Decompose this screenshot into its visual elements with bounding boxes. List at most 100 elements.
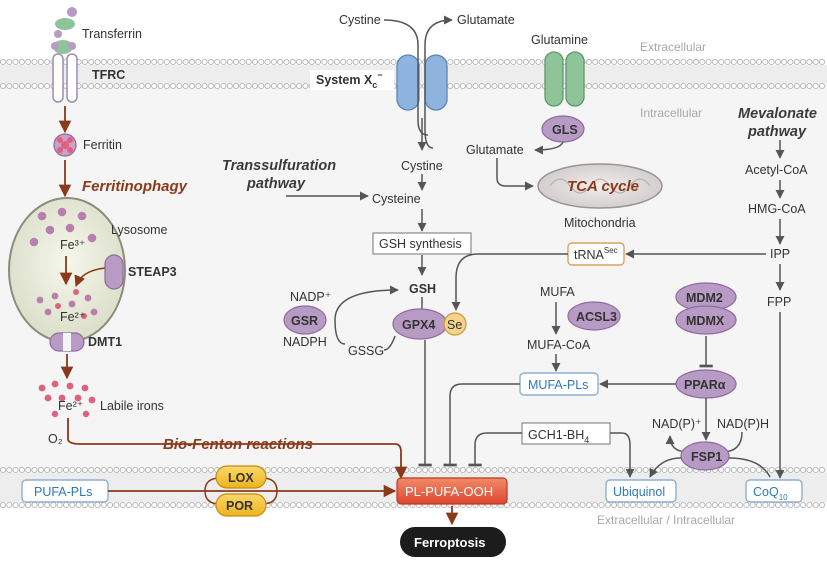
glutamate-to-tca-arrow bbox=[496, 158, 534, 191]
mitochondria-label: Mitochondria bbox=[564, 216, 636, 230]
mitochondrion-icon bbox=[537, 163, 663, 209]
ferritin-label: Ferritin bbox=[83, 138, 122, 152]
transferrin-label: Transferrin bbox=[82, 27, 142, 41]
lysosome-label: Lysosome bbox=[111, 223, 168, 237]
nadph-label: NADPH bbox=[283, 335, 327, 349]
gpx4-enzyme: GPX4 bbox=[392, 308, 448, 340]
svg-text:GCH1-BH4: GCH1-BH4 bbox=[528, 428, 589, 445]
glutamate-intracellular-label: Glutamate bbox=[466, 143, 524, 157]
cytosol-region bbox=[0, 80, 827, 478]
steap3-protein bbox=[104, 254, 124, 290]
gch1-inhibit-line bbox=[468, 432, 522, 467]
nadp-plus-label: NADP⁺ bbox=[290, 290, 331, 304]
nadph-fsp1-label: NAD(P)H bbox=[717, 417, 769, 431]
dmt1-transporter bbox=[49, 332, 85, 352]
svg-text:MUFA-PLs: MUFA-PLs bbox=[528, 378, 588, 392]
hmg-coa-label: HMG-CoA bbox=[748, 202, 806, 216]
selenium-cofactor: Se bbox=[443, 312, 467, 336]
bio-fenton-label: Bio-Fenton reactions bbox=[163, 436, 313, 453]
lysosome-iron-particles bbox=[29, 207, 98, 319]
gsr-enzyme: GSR bbox=[283, 305, 327, 335]
ferritinophagy-label: Ferritinophagy bbox=[82, 178, 188, 195]
svg-text:GSH synthesis: GSH synthesis bbox=[379, 237, 462, 251]
svg-text:PL-PUFA-OOH: PL-PUFA-OOH bbox=[405, 484, 493, 499]
acetyl-coa-label: Acetyl-CoA bbox=[745, 163, 808, 177]
fe2-lysosome-label: Fe²⁺ bbox=[60, 310, 85, 324]
coq10-to-fsp1-arrow bbox=[728, 457, 771, 478]
svg-text:System Xc−: System Xc− bbox=[316, 70, 383, 90]
lox-por-bracket-left bbox=[204, 477, 221, 505]
trna-to-selenium-arrow bbox=[451, 253, 568, 311]
glutamine-transporter bbox=[544, 51, 585, 107]
bio-fenton-arrow bbox=[67, 418, 408, 480]
gch1-to-ubiquinol-arrow bbox=[610, 432, 635, 478]
system-xc-label-box: System Xc− bbox=[310, 70, 394, 90]
o2-label: O₂ bbox=[48, 432, 63, 446]
extracellular-label: Extracellular bbox=[640, 40, 706, 54]
svg-text:MDMX: MDMX bbox=[686, 314, 725, 328]
svg-text:PUFA-PLs: PUFA-PLs bbox=[34, 485, 92, 499]
ferritin-icon bbox=[53, 133, 77, 157]
mevalonate-label: Mevalonate pathway bbox=[738, 106, 821, 140]
lox-por-bracket-right bbox=[261, 477, 278, 505]
fsp1-protein: FSP1 bbox=[680, 441, 730, 471]
ppara-protein: PPARα bbox=[675, 369, 737, 399]
svg-text:Ubiquinol: Ubiquinol bbox=[613, 485, 665, 499]
svg-text:GLS: GLS bbox=[552, 123, 578, 137]
steap3-arrow bbox=[74, 267, 106, 288]
lox-enzyme: LOX bbox=[215, 465, 267, 489]
svg-text:GSR: GSR bbox=[291, 314, 318, 328]
svg-text:Se: Se bbox=[447, 318, 462, 332]
glutamate-extracellular-label: Glutamate bbox=[457, 13, 515, 27]
gls-to-glutamate-arrow bbox=[534, 141, 564, 155]
cysteine-label: Cysteine bbox=[372, 192, 421, 206]
cystine-intracellular-label: Cystine bbox=[401, 159, 443, 173]
gsh-synthesis-box: GSH synthesis bbox=[372, 232, 472, 255]
mdm2-mdmx-complex: MDM2 MDMX bbox=[675, 282, 737, 335]
glutamate-export-arrow bbox=[424, 15, 453, 149]
gsr-cycle-arrow bbox=[334, 285, 399, 345]
gch1-bh4-box: GCH1-BH4 bbox=[521, 422, 611, 445]
mufa-pls-box: MUFA-PLs bbox=[519, 372, 599, 396]
fe3-label: Fe³⁺ bbox=[60, 238, 85, 252]
mufa-coa-label: MUFA-CoA bbox=[527, 338, 591, 352]
nadp-plus-fsp1-label: NAD(P)⁺ bbox=[652, 417, 702, 431]
mufapls-inhibit-line bbox=[443, 383, 520, 467]
svg-text:tRNASec: tRNASec bbox=[574, 246, 618, 262]
system-xc-transporter bbox=[396, 54, 448, 111]
tca-cycle-label: TCA cycle bbox=[567, 178, 639, 195]
coq10-box: CoQ10 bbox=[745, 479, 803, 503]
fe2-cyto-label: Fe²⁺ bbox=[58, 399, 83, 413]
svg-text:Ferroptosis: Ferroptosis bbox=[414, 535, 486, 550]
ipp-label: IPP bbox=[770, 247, 790, 261]
svg-text:FSP1: FSP1 bbox=[691, 450, 722, 464]
gsh-label: GSH bbox=[409, 282, 436, 296]
ferroptosis-outcome: Ferroptosis bbox=[400, 527, 506, 557]
ubiquinol-box: Ubiquinol bbox=[605, 479, 677, 503]
gls-enzyme: GLS bbox=[541, 115, 585, 143]
cystine-import-arrow bbox=[383, 19, 429, 136]
svg-text:PPARα: PPARα bbox=[684, 378, 726, 392]
svg-text:ACSL3: ACSL3 bbox=[576, 310, 617, 324]
tfrc-receptor bbox=[52, 53, 78, 103]
svg-text:POR: POR bbox=[226, 499, 253, 513]
pl-pufa-ooh-box: PL-PUFA-OOH bbox=[396, 477, 508, 505]
glutamine-label: Glutamine bbox=[531, 33, 588, 47]
transferrin-icon bbox=[51, 7, 77, 54]
steap3-label: STEAP3 bbox=[128, 265, 177, 279]
svg-text:GPX4: GPX4 bbox=[402, 318, 435, 332]
transsulfuration-label: Transsulfuration pathway bbox=[222, 158, 340, 192]
cystine-extracellular-label: Cystine bbox=[339, 13, 381, 27]
fsp1-to-ubiquinol-arrow bbox=[649, 457, 682, 478]
gssg-line bbox=[383, 335, 396, 351]
labile-irons-label: Labile irons bbox=[100, 399, 164, 413]
trna-sec-box: tRNASec bbox=[567, 242, 625, 266]
labile-iron-particles bbox=[38, 380, 96, 418]
gssg-label: GSSG bbox=[348, 344, 384, 358]
pufa-pls-box: PUFA-PLs bbox=[21, 479, 109, 503]
dmt1-label: DMT1 bbox=[88, 335, 122, 349]
intracellular-label: Intracellular bbox=[640, 106, 702, 120]
mufa-label: MUFA bbox=[540, 285, 575, 299]
por-enzyme: POR bbox=[215, 493, 267, 517]
